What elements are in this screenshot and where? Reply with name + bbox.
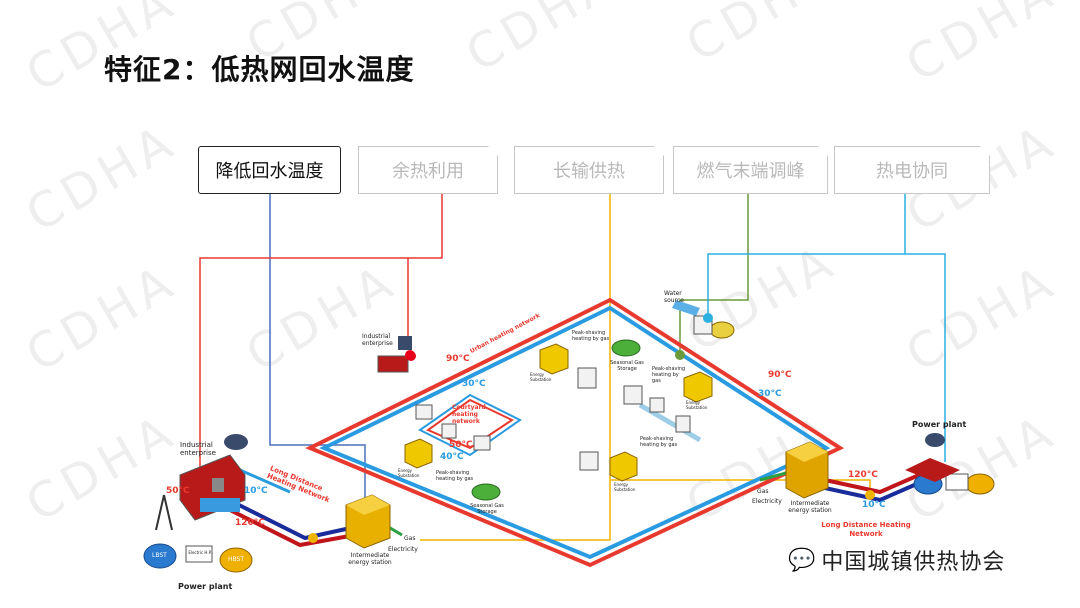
- wechat-icon: 💬: [788, 547, 816, 573]
- tag-waste-heat[interactable]: 余热利用: [358, 146, 498, 194]
- urban-network-inner: [319, 305, 831, 560]
- urban-network-outer: [305, 297, 845, 568]
- label-t10-left: 10°C: [244, 486, 268, 496]
- label-ld-right: Long Distance Heating Network: [821, 521, 911, 538]
- label-seasonal-gas-2: Seasonal Gas Storage: [470, 503, 504, 515]
- label-t120-right: 120°C: [848, 470, 878, 480]
- connector-gas-peak: [679, 194, 749, 355]
- label-energy-sub-1: Energy Substation: [530, 372, 552, 382]
- power-plant-right: [905, 433, 995, 495]
- label-energy-sub-3: Energy Substation: [398, 468, 420, 478]
- label-t120-left: 120°C: [235, 518, 265, 528]
- marker-dot: [405, 350, 415, 360]
- label-t30-right: 30°C: [758, 389, 782, 399]
- tag-chp-synergy[interactable]: 热电协同: [834, 146, 990, 194]
- label-energy-sub-4: Energy Substation: [614, 482, 636, 492]
- label-industrial-top: Industrial enterprise: [362, 333, 393, 347]
- label-peak-gas-3: Peak-shaving heating by gas: [640, 436, 678, 448]
- label-t50-left: 50°C: [166, 486, 190, 496]
- label-industrial-left: Industrial enterprise: [180, 441, 216, 457]
- label-t40-court: 40°C: [440, 452, 464, 462]
- courtyard-network: [418, 393, 522, 457]
- gas-line-right: [759, 470, 791, 482]
- intermediate-station-left: [345, 494, 391, 549]
- connector-waste-heat: [199, 194, 443, 485]
- label-energy-sub-2: Energy Substation: [686, 400, 708, 410]
- label-power-plant-right: Power plant: [912, 420, 967, 429]
- tag-long-distance[interactable]: 长输供热: [514, 146, 664, 194]
- tag-reduce-return-temp[interactable]: 降低回水温度: [198, 146, 341, 194]
- label-elec-right: Electricity: [752, 498, 782, 505]
- sub-network-pipe: [638, 402, 702, 443]
- water-source: [672, 300, 735, 339]
- power-plant-left: [143, 494, 253, 573]
- marker-dot: [308, 533, 318, 543]
- gas-storage-tank: [611, 339, 641, 357]
- label-gas-right: Gas: [757, 488, 769, 495]
- page-title: 特征2：低热网回水温度: [104, 53, 415, 86]
- association-logo: 💬 中国城镇供热协会: [788, 544, 1005, 576]
- label-water-source: Water source: [664, 290, 684, 304]
- label-seasonal-gas-1: Seasonal Gas Storage: [610, 360, 644, 372]
- intermediate-station-right: [785, 441, 829, 499]
- label-peak-gas-4: Peak-shaving heating by gas: [436, 470, 474, 482]
- label-t90-right: 90°C: [768, 370, 792, 380]
- label-t50-court: 50°C: [449, 440, 473, 450]
- label-t90-top: 90°C: [446, 354, 470, 364]
- industrial-enterprise-left: [179, 434, 248, 521]
- ld-pipe-left-hot: [219, 503, 356, 548]
- marker-dot: [675, 350, 685, 360]
- label-power-plant-left: Power plant: [178, 582, 233, 591]
- label-peak-gas-2: Peak-shaving heating by gas: [652, 366, 686, 384]
- building: [415, 367, 691, 471]
- label-courtyard: Courtyard heating network: [452, 404, 486, 425]
- tag-gas-peak[interactable]: 燃气末端调峰: [673, 146, 828, 194]
- connector-long-distance: [420, 194, 611, 541]
- label-t10-right: 10°C: [862, 500, 886, 510]
- label-elec-left: Electricity: [388, 546, 418, 553]
- label-gas-left: Gas: [404, 535, 416, 542]
- marker-dot: [865, 490, 875, 500]
- label-ies-right: Intermediate energy station: [788, 500, 832, 514]
- label-lbst: LBST: [152, 552, 167, 559]
- gas-storage-tank: [471, 483, 501, 501]
- label-hbst: HBST: [228, 556, 244, 563]
- label-peak-gas-1: Peak-shaving heating by gas: [572, 330, 610, 342]
- logo-text: 中国城镇供热协会: [821, 550, 1006, 575]
- connector-chp-2: [905, 253, 946, 462]
- ld-pipe-left-cold: [224, 496, 356, 541]
- label-ies-left: Intermediate energy station: [348, 552, 392, 566]
- courtyard-network-2: [425, 398, 515, 450]
- label-t30-top: 30°C: [462, 379, 486, 389]
- ld-pipe-right-hot: [824, 466, 936, 495]
- connector-chp: [707, 194, 906, 318]
- label-chp: Electric H.P.: [188, 550, 212, 555]
- energy-substation: [404, 343, 713, 482]
